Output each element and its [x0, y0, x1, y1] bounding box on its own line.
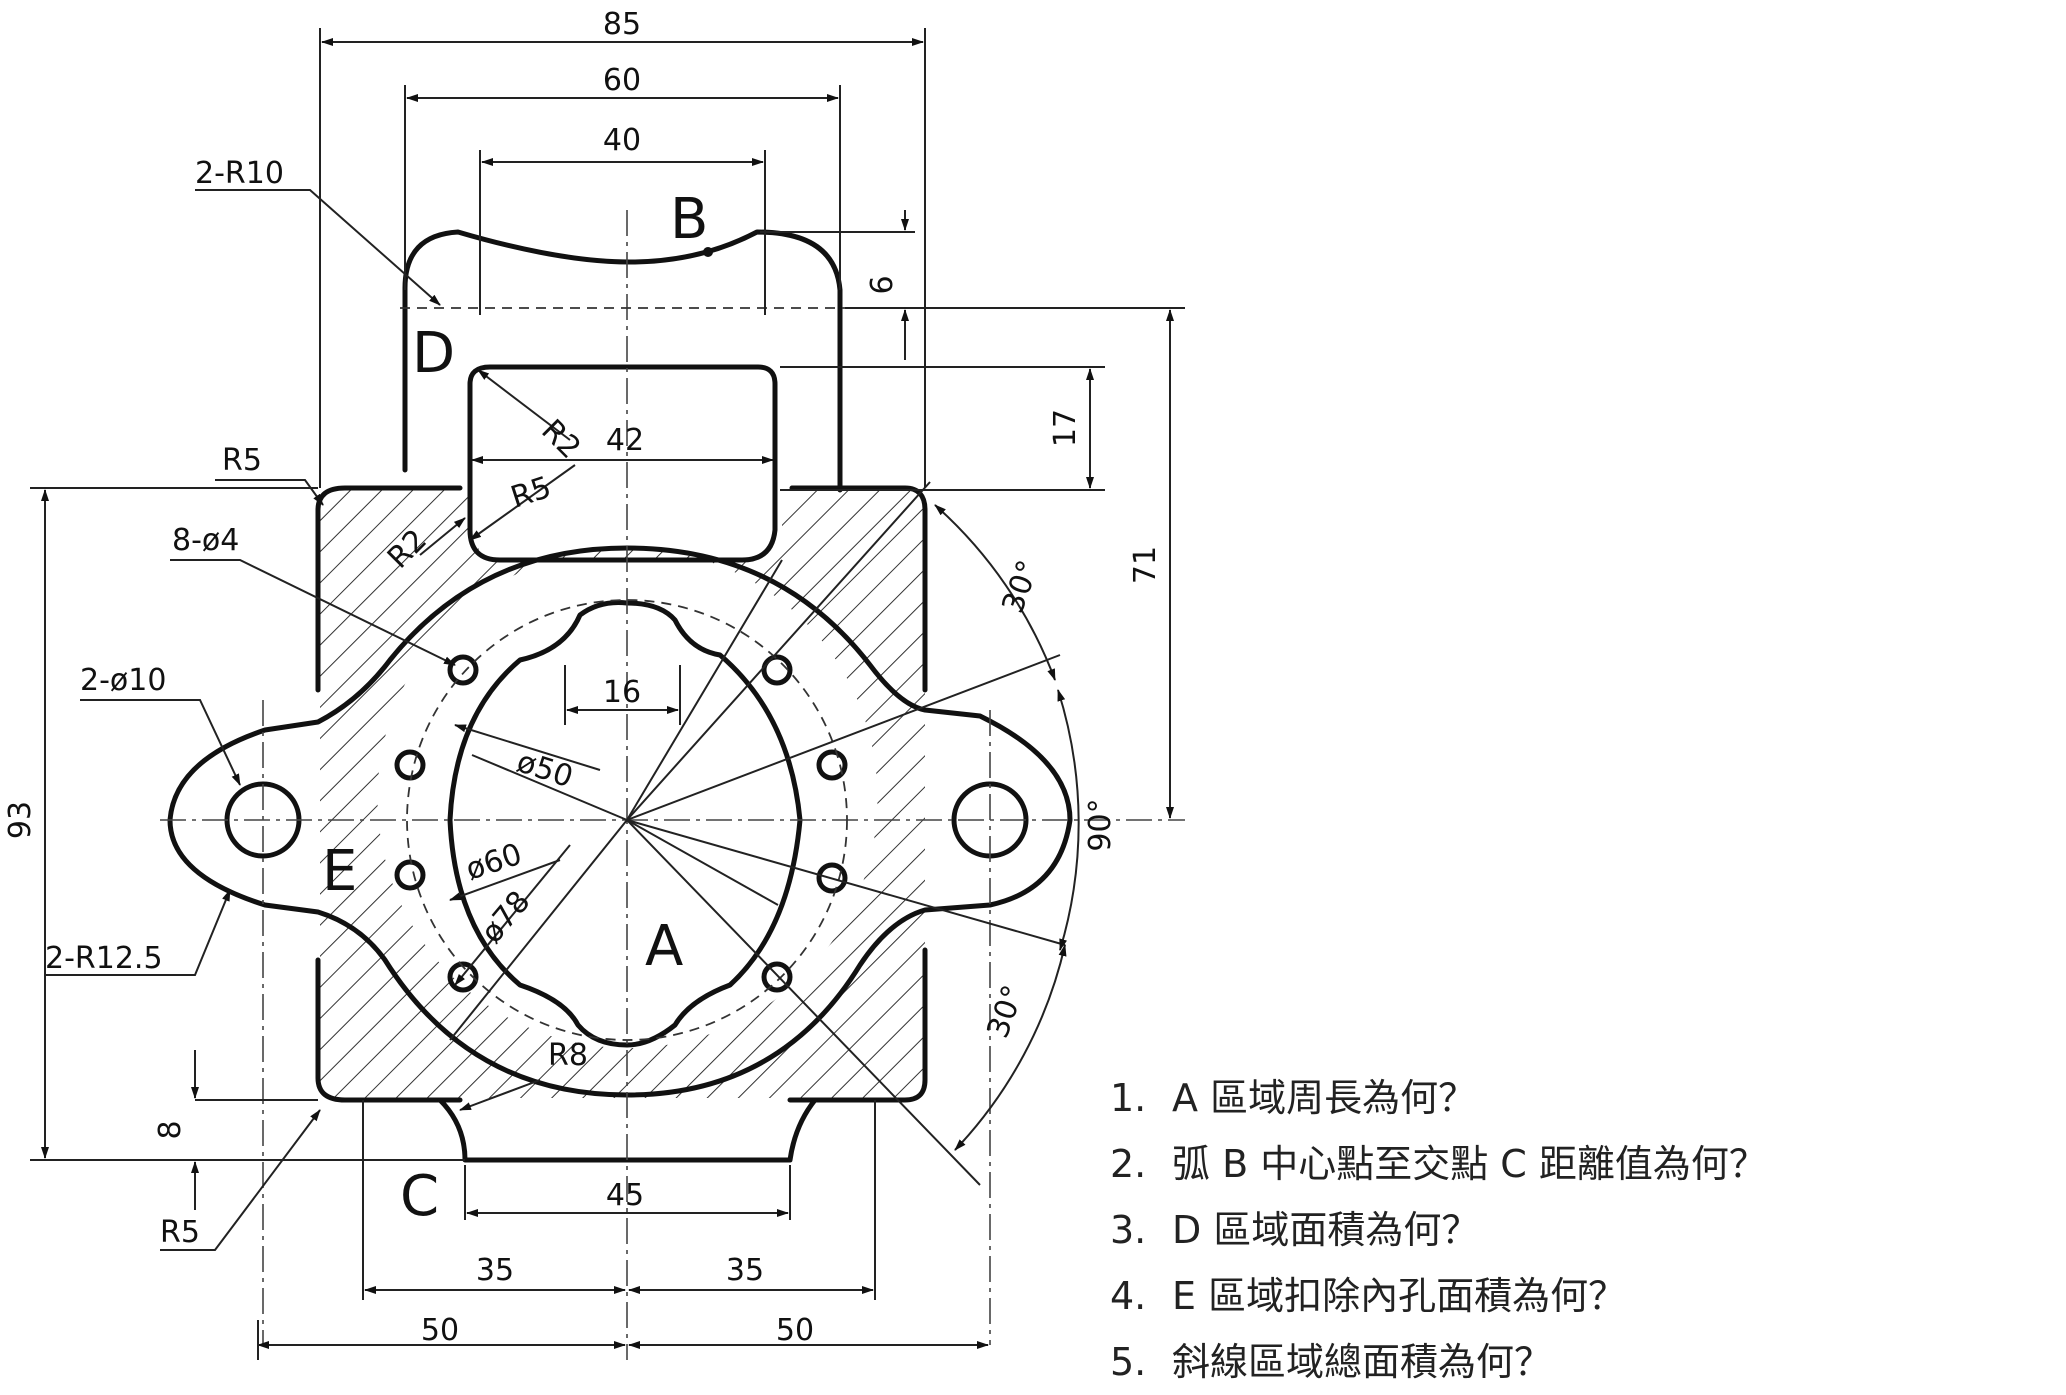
- hatched-region: [320, 488, 925, 1098]
- label-a: A: [645, 914, 683, 979]
- dim-93: 93: [3, 801, 38, 839]
- callout-r8: R8: [548, 1038, 588, 1073]
- dimension-lines: [30, 28, 1185, 1360]
- bolt-hole: [816, 749, 848, 781]
- label-c: C: [400, 1164, 439, 1229]
- callout-r5-top: R5: [222, 443, 262, 478]
- question-text: D 區域面積為何？: [1172, 1208, 1480, 1252]
- label-d: D: [412, 321, 455, 386]
- leader-lines: [45, 189, 601, 1251]
- callout-dia-60: ø60: [462, 837, 527, 888]
- bolt-hole: [447, 654, 479, 686]
- angle-90: 90°: [1083, 798, 1118, 851]
- bolt-hole: [447, 961, 479, 993]
- question-list: 1. A 區域周長為何？ 2. 弧 B 中心點至交點 C 距離值為何？ 3. D 區域…: [1110, 1065, 2010, 1395]
- dim-50-left: 50: [421, 1313, 459, 1348]
- question-text: 弧 B 中心點至交點 C 距離值為何？: [1172, 1142, 1767, 1186]
- angle-30-bottom: 30°: [981, 981, 1032, 1043]
- angle-rays: [449, 481, 1066, 1186]
- question-item: 2. 弧 B 中心點至交點 C 距離值為何？: [1110, 1131, 2010, 1197]
- dim-45: 45: [606, 1178, 644, 1213]
- dim-42: 42: [606, 423, 644, 458]
- dim-6: 6: [865, 275, 900, 294]
- question-text: A 區域周長為何？: [1172, 1076, 1477, 1120]
- dim-35-left: 35: [476, 1253, 514, 1288]
- bolt-hole: [394, 749, 426, 781]
- dim-85: 85: [603, 7, 641, 42]
- callout-2-holes: 2-ø10: [80, 663, 166, 698]
- callout-dia-50: ø50: [513, 744, 578, 795]
- callout-r5-bottom: R5: [160, 1215, 200, 1250]
- dimension-texts: 85 60 40 16 42 45 35 35 50 50 93 8 71 17…: [3, 7, 1163, 1348]
- dim-40: 40: [603, 123, 641, 158]
- bolt-hole: [816, 862, 848, 894]
- question-item: 1. A 區域周長為何？: [1110, 1065, 2010, 1131]
- label-e: E: [322, 839, 357, 904]
- arc-b-midpoint: [703, 247, 713, 257]
- bolt-hole: [761, 961, 793, 993]
- callout-8-holes: 8-ø4: [172, 523, 239, 558]
- angle-30-top: 30°: [996, 556, 1047, 618]
- dim-60: 60: [603, 63, 641, 98]
- question-item: 4. E 區域扣除內孔面積為何？: [1110, 1263, 2010, 1329]
- callout-2-r12-5: 2-R12.5: [45, 941, 163, 976]
- question-number: 3.: [1110, 1208, 1147, 1252]
- callout-2-r10: 2-R10: [195, 156, 284, 191]
- centerlines: [160, 210, 1185, 1360]
- question-item: 5. 斜線區域總面積為何？: [1110, 1329, 2010, 1395]
- question-number: 1.: [1110, 1076, 1147, 1120]
- region-labels: B D E A C: [322, 187, 708, 1229]
- bolt-hole: [394, 859, 426, 891]
- question-item: 3. D 區域面積為何？: [1110, 1197, 2010, 1263]
- question-number: 2.: [1110, 1142, 1147, 1186]
- callout-r2-upper: R2: [534, 413, 587, 466]
- dim-50-right: 50: [776, 1313, 814, 1348]
- dim-35-right: 35: [726, 1253, 764, 1288]
- dim-8: 8: [153, 1120, 188, 1139]
- question-text: E 區域扣除內孔面積為何？: [1172, 1274, 1627, 1318]
- dim-16b: 16: [603, 675, 641, 710]
- question-number: 5.: [1110, 1340, 1147, 1384]
- question-number: 4.: [1110, 1274, 1147, 1318]
- bolt-hole: [761, 654, 793, 686]
- dim-71: 71: [1128, 546, 1163, 584]
- question-text: 斜線區域總面積為何？: [1172, 1340, 1553, 1384]
- label-b: B: [670, 187, 708, 252]
- dim-17: 17: [1048, 409, 1083, 447]
